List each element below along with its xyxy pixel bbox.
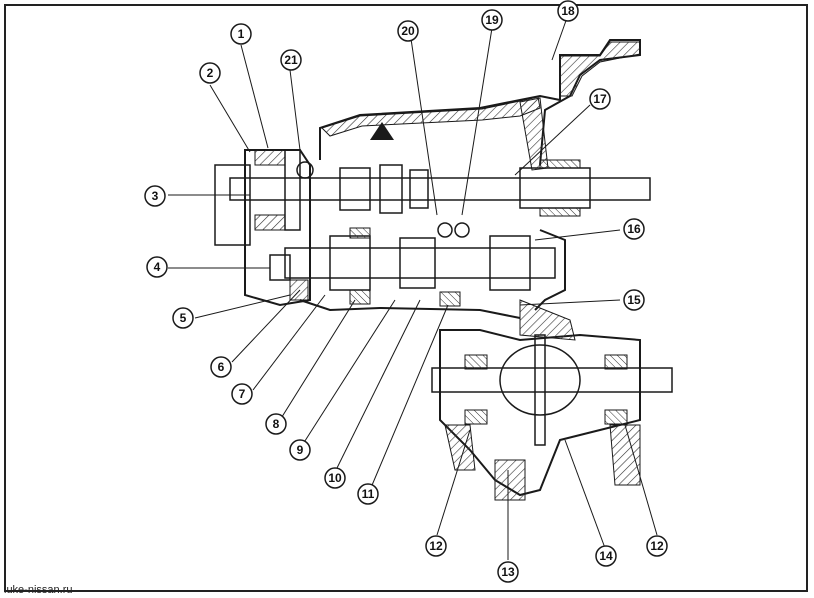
right-case-wall bbox=[519, 97, 549, 171]
callout-circle bbox=[623, 218, 645, 240]
input-shaft bbox=[229, 159, 651, 217]
mount-bracket bbox=[559, 41, 641, 97]
callout-5: 5 bbox=[172, 307, 194, 329]
callout-circle bbox=[357, 483, 379, 505]
diagram-frame bbox=[4, 4, 808, 592]
callout-circle bbox=[595, 545, 617, 567]
callout-number: 17 bbox=[593, 92, 607, 106]
callout-21: 21 bbox=[280, 49, 302, 71]
callout-number: 5 bbox=[180, 311, 187, 325]
callout-circle bbox=[146, 256, 168, 278]
callout-circle bbox=[144, 185, 166, 207]
callout-number: 21 bbox=[284, 53, 298, 67]
callout-8: 8 bbox=[265, 413, 287, 435]
callout-number: 3 bbox=[152, 189, 159, 203]
callout-circle bbox=[623, 289, 645, 311]
callout-2: 2 bbox=[199, 62, 221, 84]
callout-circle bbox=[231, 383, 253, 405]
callout-20: 20 bbox=[397, 20, 419, 42]
breather-icon bbox=[370, 122, 394, 140]
callout-number: 12 bbox=[429, 539, 443, 553]
callout-circle bbox=[230, 23, 252, 45]
callout-circle bbox=[280, 49, 302, 71]
leader-lines bbox=[168, 14, 658, 560]
callout-circle bbox=[557, 0, 579, 22]
callout-19: 19 bbox=[481, 9, 503, 31]
callout-number: 7 bbox=[239, 387, 246, 401]
callout-number: 1 bbox=[238, 27, 245, 41]
callout-6: 6 bbox=[210, 356, 232, 378]
main-shaft bbox=[284, 227, 556, 307]
callout-circle bbox=[497, 561, 519, 583]
callout-14: 14 bbox=[595, 545, 617, 567]
callout-number: 14 bbox=[599, 549, 613, 563]
callout-10: 10 bbox=[324, 467, 346, 489]
callout-circle bbox=[265, 413, 287, 435]
gearbox-housing bbox=[299, 39, 641, 319]
callout-number: 19 bbox=[485, 13, 499, 27]
callout-number: 16 bbox=[627, 222, 641, 236]
watermark-text: iuke-nissan.ru bbox=[4, 584, 73, 596]
callout-13: 13 bbox=[497, 561, 519, 583]
callout-11: 11 bbox=[357, 483, 379, 505]
callout-1: 1 bbox=[230, 23, 252, 45]
callout-circle bbox=[589, 88, 611, 110]
callout-circle bbox=[199, 62, 221, 84]
callout-4: 4 bbox=[146, 256, 168, 278]
callout-circle bbox=[324, 467, 346, 489]
callout-number: 15 bbox=[627, 293, 641, 307]
callout-circle bbox=[397, 20, 419, 42]
callout-9: 9 bbox=[289, 439, 311, 461]
callout-3: 3 bbox=[144, 185, 166, 207]
callout-number: 11 bbox=[362, 487, 375, 501]
callout-12: 12 bbox=[425, 535, 447, 557]
callout-number: 2 bbox=[207, 66, 214, 80]
callout-circle bbox=[289, 439, 311, 461]
callout-number: 13 bbox=[501, 565, 515, 579]
callout-number: 12 bbox=[650, 539, 664, 553]
callout-number: 4 bbox=[154, 260, 161, 274]
callout-number: 20 bbox=[401, 24, 415, 38]
callout-16: 16 bbox=[623, 218, 645, 240]
callout-number: 6 bbox=[218, 360, 225, 374]
callout-circle bbox=[646, 535, 668, 557]
needle-bearings bbox=[296, 161, 470, 238]
differential-assembly bbox=[431, 299, 673, 501]
callout-7: 7 bbox=[231, 383, 253, 405]
callout-number: 10 bbox=[328, 471, 342, 485]
callout-18: 18 bbox=[557, 0, 579, 22]
left-end-plate bbox=[214, 164, 251, 246]
callout-number: 8 bbox=[273, 417, 280, 431]
callout-circle bbox=[425, 535, 447, 557]
callout-number: 18 bbox=[561, 4, 575, 18]
callout-circle bbox=[481, 9, 503, 31]
callout-number: 9 bbox=[297, 443, 304, 457]
callout-15: 15 bbox=[623, 289, 645, 311]
callout-12: 12 bbox=[646, 535, 668, 557]
callout-circle bbox=[172, 307, 194, 329]
callout-17: 17 bbox=[589, 88, 611, 110]
callout-circle bbox=[210, 356, 232, 378]
